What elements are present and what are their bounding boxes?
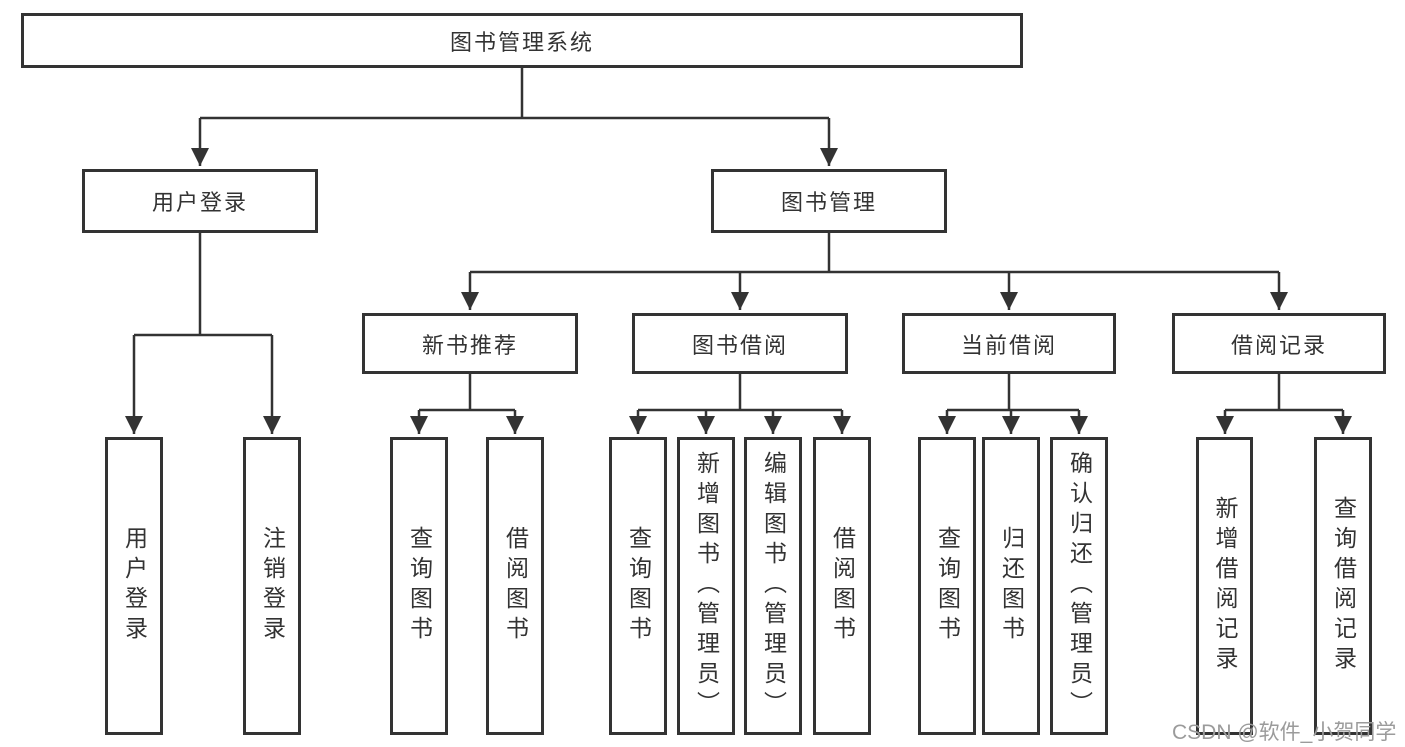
leaf-br-add-borrow-record: 新增借阅记录 [1196, 437, 1253, 735]
leaf-cb-query-books-label: 查询图书 [934, 526, 961, 646]
leaf-cb-return-books: 归还图书 [982, 437, 1040, 735]
leaf-cb-confirm-return-admin: 确认归还（管理员） [1050, 437, 1108, 735]
leaf-br-query-borrow-record-label: 查询借阅记录 [1330, 496, 1357, 676]
leaf-cb-return-books-label: 归还图书 [998, 526, 1025, 646]
leaf-logout-login: 注销登录 [243, 437, 301, 735]
node-borrowing-records: 借阅记录 [1172, 313, 1386, 374]
leaf-cb-confirm-return-admin-label: 确认归还（管理员） [1066, 451, 1093, 721]
leaf-br-query-borrow-record: 查询借阅记录 [1314, 437, 1372, 735]
leaf-nb-borrow-books-label: 借阅图书 [502, 526, 529, 646]
node-book-borrowing-label: 图书借阅 [691, 332, 788, 358]
leaf-bb-query-books-label: 查询图书 [625, 526, 652, 646]
leaf-bb-edit-books-admin: 编辑图书（管理员） [744, 437, 802, 735]
leaf-bb-borrow-books-label: 借阅图书 [829, 526, 856, 646]
node-new-book-recommend-label: 新书推荐 [421, 332, 518, 358]
leaf-bb-query-books: 查询图书 [609, 437, 667, 735]
node-current-borrowing-label: 当前借阅 [960, 332, 1057, 358]
node-current-borrowing: 当前借阅 [902, 313, 1116, 374]
leaf-cb-query-books: 查询图书 [918, 437, 976, 735]
node-book-management: 图书管理 [711, 169, 947, 233]
node-new-book-recommend: 新书推荐 [362, 313, 578, 374]
leaf-bb-add-books-admin-label: 新增图书（管理员） [693, 451, 720, 721]
leaf-user-login-label: 用户登录 [121, 526, 148, 646]
csdn-watermark: CSDN @软件_小贺同学 [1172, 721, 1397, 744]
leaf-br-add-borrow-record-label: 新增借阅记录 [1212, 496, 1238, 676]
node-book-borrowing: 图书借阅 [632, 313, 848, 374]
node-borrowing-records-label: 借阅记录 [1230, 332, 1327, 358]
node-user-login-label: 用户登录 [151, 190, 248, 215]
leaf-bb-add-books-admin: 新增图书（管理员） [677, 437, 735, 735]
node-root-label: 图书管理系统 [449, 29, 594, 55]
leaf-bb-edit-books-admin-label: 编辑图书（管理员） [760, 451, 787, 721]
leaf-user-login: 用户登录 [105, 437, 163, 735]
leaf-nb-borrow-books: 借阅图书 [486, 437, 544, 735]
leaf-nb-query-books: 查询图书 [390, 437, 448, 735]
leaf-bb-borrow-books: 借阅图书 [813, 437, 871, 735]
node-user-login: 用户登录 [82, 169, 318, 233]
leaf-logout-login-label: 注销登录 [259, 526, 286, 646]
leaf-nb-query-books-label: 查询图书 [406, 526, 433, 646]
node-book-management-label: 图书管理 [780, 190, 877, 215]
node-root: 图书管理系统 [21, 13, 1023, 68]
